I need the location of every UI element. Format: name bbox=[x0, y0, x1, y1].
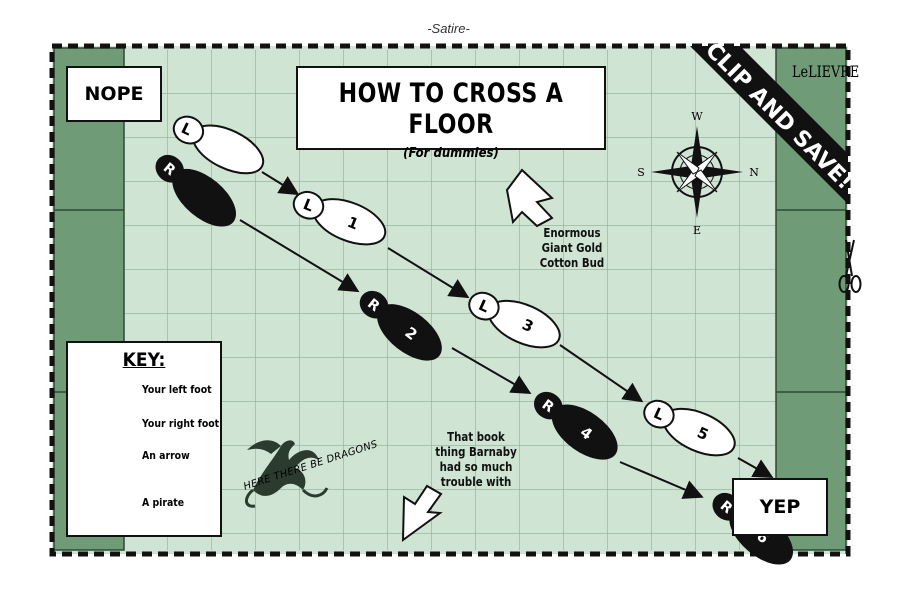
compass-w: W bbox=[691, 110, 703, 123]
left-footprint: L bbox=[172, 115, 265, 175]
left-footprint-3: L 3 bbox=[468, 291, 561, 349]
compass-e: E bbox=[693, 224, 701, 237]
page-subtitle: (For dummies) bbox=[403, 146, 499, 161]
title-box: HOW TO CROSS A FLOOR (For dummies) bbox=[296, 66, 606, 161]
finish-zone-label: YEP bbox=[732, 478, 828, 536]
key-label-arrow: An arrow bbox=[142, 449, 190, 462]
book-note: That book thing Barnaby had so much trou… bbox=[435, 430, 517, 489]
compass-n: N bbox=[749, 166, 759, 179]
key-legend: KEY: Your left foot Your right foot An a… bbox=[66, 341, 222, 537]
book-pointer-icon bbox=[401, 484, 443, 543]
left-footprint-5: L 5 bbox=[643, 399, 736, 457]
cotton-bud-pointer-icon bbox=[505, 168, 555, 228]
start-zone-label: NOPE bbox=[66, 66, 162, 122]
artist-signature: LeLIEVRE bbox=[792, 62, 860, 81]
key-label-right-foot: Your right foot bbox=[142, 417, 220, 430]
cotton-bud-note: Enormous Giant Gold Cotton Bud bbox=[539, 226, 605, 270]
step-arrows bbox=[239, 171, 774, 499]
right-footprint: R bbox=[155, 154, 237, 227]
left-footprint-1: L 1 bbox=[292, 190, 387, 246]
right-footprint-4: R 4 bbox=[533, 391, 618, 460]
section-label: -Satire- bbox=[427, 21, 470, 36]
key-label-left-foot: Your left foot bbox=[142, 383, 212, 396]
key-title: KEY: bbox=[122, 349, 166, 371]
page-title: HOW TO CROSS A FLOOR bbox=[338, 78, 564, 140]
compass-s: S bbox=[637, 166, 645, 179]
scissors-icon bbox=[838, 239, 862, 293]
key-label-pirate: A pirate bbox=[142, 496, 185, 509]
compass-rose-icon: W E S N bbox=[637, 110, 759, 237]
dragon-icon bbox=[245, 440, 329, 508]
clip-border bbox=[49, 43, 851, 557]
right-footprint-2: R 2 bbox=[359, 290, 442, 361]
